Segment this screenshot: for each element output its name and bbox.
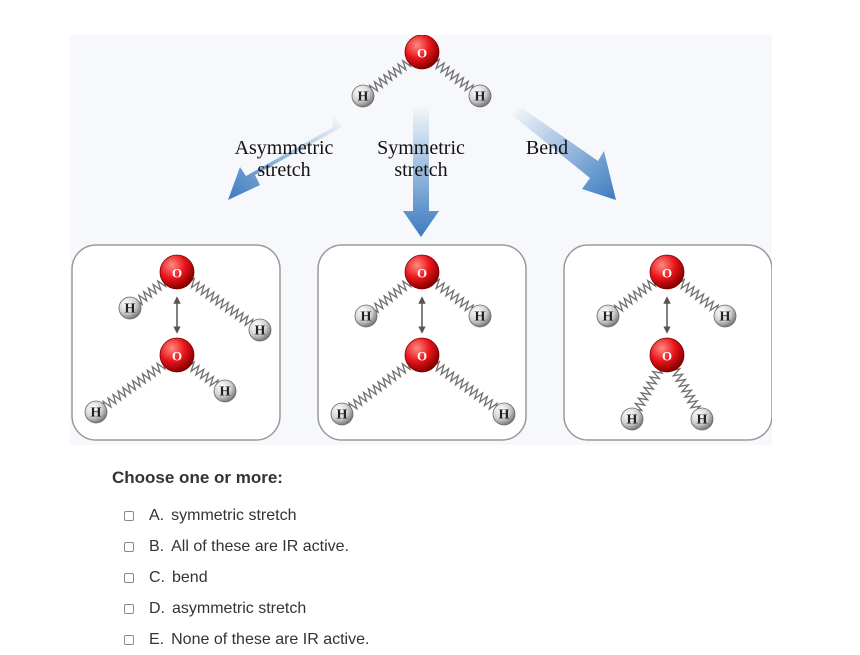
- svg-text:H: H: [697, 413, 708, 428]
- svg-text:Asymmetric: Asymmetric: [235, 137, 334, 159]
- svg-text:H: H: [255, 324, 266, 339]
- svg-text:H: H: [627, 413, 638, 428]
- hydrogen-atom: H: [213, 379, 237, 403]
- oxygen-atom: O: [649, 254, 685, 290]
- oxygen-atom: O: [649, 337, 685, 373]
- hydrogen-atom: H: [620, 407, 644, 431]
- hydrogen-atom: H: [330, 402, 354, 426]
- arrow-bend: [512, 108, 616, 200]
- svg-text:stretch: stretch: [394, 159, 447, 181]
- svg-text:O: O: [172, 349, 182, 364]
- oxygen-atom: O: [404, 337, 440, 373]
- oxygen-atom: O: [159, 337, 195, 373]
- option-letter: A.: [149, 506, 165, 524]
- hydrogen-atom: H: [713, 304, 737, 328]
- option-d[interactable]: D. asymmetric stretch: [124, 593, 369, 624]
- svg-text:H: H: [91, 406, 102, 421]
- checkbox-c[interactable]: [124, 572, 134, 583]
- svg-text:H: H: [475, 90, 486, 105]
- svg-text:Bend: Bend: [526, 137, 568, 159]
- option-e[interactable]: E. None of these are IR active.: [124, 624, 369, 655]
- atoms: H H O H H O H H O H H O H H O H H O H H O: [84, 35, 737, 431]
- oxygen-atom: O: [159, 254, 195, 290]
- svg-text:O: O: [172, 266, 182, 281]
- option-letter: B.: [149, 537, 165, 555]
- svg-text:O: O: [662, 349, 672, 364]
- option-letter: D.: [149, 599, 165, 617]
- arrow-symmetric: [403, 105, 439, 237]
- svg-text:H: H: [475, 310, 486, 325]
- option-b[interactable]: B. All of these are IR active.: [124, 531, 369, 562]
- hydrogen-atom: H: [354, 304, 378, 328]
- label-bend: Bend: [526, 137, 568, 159]
- question-prompt: Choose one or more:: [112, 468, 283, 487]
- svg-text:O: O: [417, 266, 427, 281]
- checkbox-d[interactable]: [124, 603, 134, 614]
- label-symmetric: Symmetric stretch: [377, 137, 465, 181]
- svg-text:stretch: stretch: [257, 159, 310, 181]
- option-letter: E.: [149, 630, 165, 648]
- svg-text:Symmetric: Symmetric: [377, 137, 465, 159]
- vibration-modes-figure: Asymmetric stretch Symmetric stretch Ben…: [70, 35, 772, 445]
- option-text: symmetric stretch: [171, 506, 297, 524]
- arrow-asymmetric: [228, 115, 342, 200]
- option-text: asymmetric stretch: [172, 599, 307, 617]
- svg-text:H: H: [720, 310, 731, 325]
- svg-text:H: H: [337, 408, 348, 423]
- hydrogen-atom: H: [468, 304, 492, 328]
- svg-text:O: O: [417, 349, 427, 364]
- svg-text:H: H: [499, 408, 510, 423]
- hydrogen-atom: H: [492, 402, 516, 426]
- svg-text:H: H: [220, 385, 231, 400]
- hydrogen-atom: H: [690, 407, 714, 431]
- label-asymmetric: Asymmetric stretch: [235, 137, 334, 181]
- checkbox-a[interactable]: [124, 510, 134, 521]
- oxygen-atom: O: [404, 254, 440, 290]
- svg-text:H: H: [603, 310, 614, 325]
- option-text: bend: [172, 568, 208, 586]
- hydrogen-atom: H: [596, 304, 620, 328]
- hydrogen-atom: H: [351, 84, 375, 108]
- option-a[interactable]: A. symmetric stretch: [124, 500, 369, 531]
- hydrogen-atom: H: [468, 84, 492, 108]
- option-c[interactable]: C. bend: [124, 562, 369, 593]
- answer-options: A. symmetric stretch B. All of these are I…: [124, 500, 369, 655]
- checkbox-e[interactable]: [124, 634, 134, 645]
- hydrogen-atom: H: [118, 296, 142, 320]
- checkbox-b[interactable]: [124, 541, 134, 552]
- hydrogen-atom: H: [84, 400, 108, 424]
- hydrogen-atom: H: [248, 318, 272, 342]
- oxygen-atom: O: [404, 35, 440, 70]
- svg-text:O: O: [662, 266, 672, 281]
- svg-text:H: H: [125, 302, 136, 317]
- svg-text:H: H: [361, 310, 372, 325]
- svg-text:H: H: [358, 90, 369, 105]
- option-text: All of these are IR active.: [171, 537, 349, 555]
- option-text: None of these are IR active.: [171, 630, 370, 648]
- svg-text:O: O: [417, 46, 427, 61]
- option-letter: C.: [149, 568, 165, 586]
